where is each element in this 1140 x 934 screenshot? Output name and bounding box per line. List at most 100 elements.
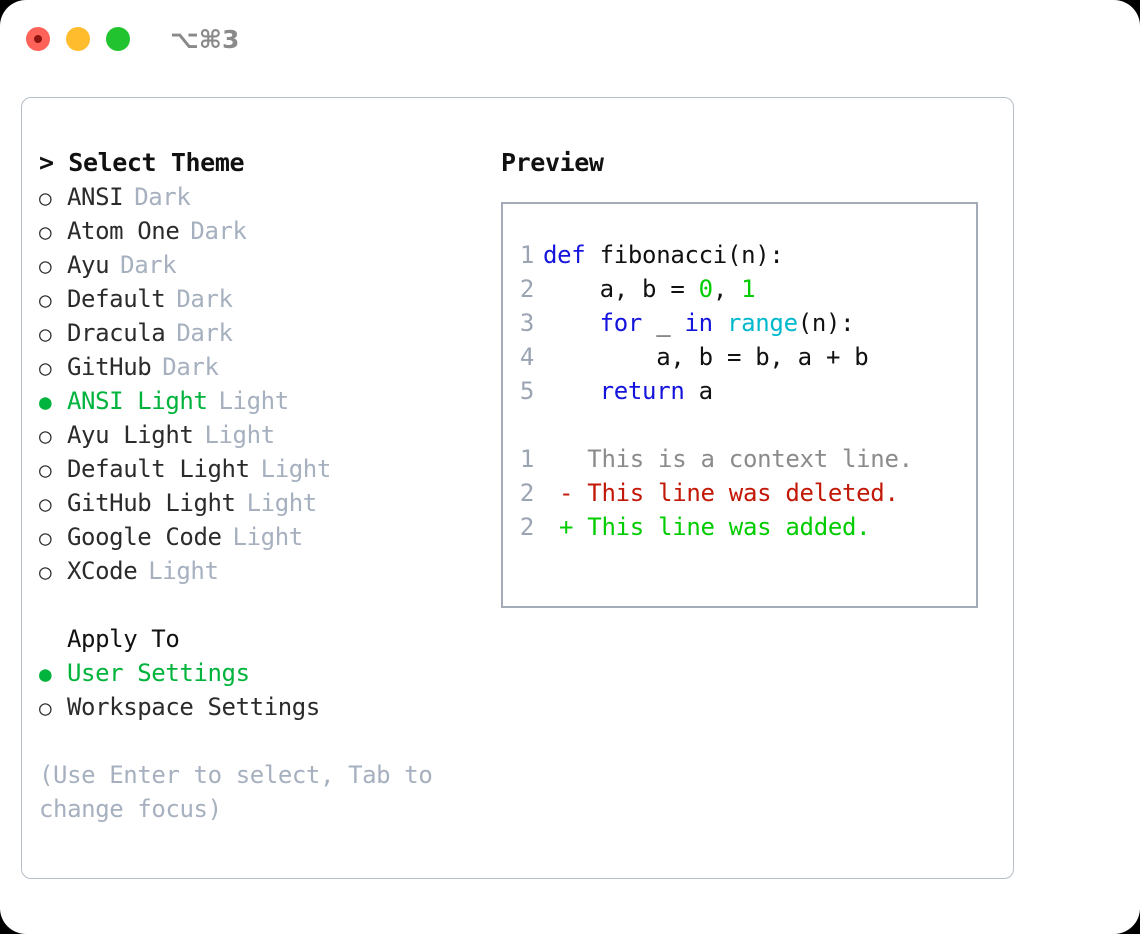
keyboard-hint-text: (Use Enter to select, Tab to change focu… bbox=[39, 761, 433, 823]
diff-line-content: This line was added. bbox=[573, 513, 871, 541]
code-line: 5 return a bbox=[503, 374, 976, 408]
radio-selected-icon[interactable]: ● bbox=[39, 662, 52, 686]
code-token-num: 0 bbox=[698, 275, 713, 303]
apply-to-label: User Settings bbox=[67, 659, 250, 687]
radio-unselected-icon[interactable]: ○ bbox=[39, 220, 52, 244]
code-token-kw: for bbox=[599, 309, 643, 337]
code-token-plain bbox=[713, 309, 727, 337]
theme-list-item[interactable]: ○ Default Dark bbox=[39, 282, 489, 316]
theme-variant-tag: Dark bbox=[190, 217, 247, 245]
code-token-plain: _ bbox=[642, 309, 685, 337]
code-line: 3 for _ in range(n): bbox=[503, 306, 976, 340]
code-token-plain bbox=[543, 309, 600, 337]
select-theme-heading: > Select Theme bbox=[39, 148, 245, 177]
apply-to-option[interactable]: ● User Settings bbox=[39, 656, 489, 690]
zoom-window-button[interactable] bbox=[106, 27, 130, 51]
code-line-number: 4 bbox=[519, 343, 534, 371]
diff-marker bbox=[543, 442, 573, 476]
diff-line-content: This line was deleted. bbox=[573, 479, 899, 507]
minimize-window-button[interactable] bbox=[66, 27, 90, 51]
radio-unselected-icon[interactable]: ○ bbox=[39, 696, 52, 720]
theme-variant-tag: Light bbox=[218, 387, 290, 415]
theme-variant-tag: Dark bbox=[134, 183, 191, 211]
code-line-number: 2 bbox=[519, 275, 534, 303]
radio-unselected-icon[interactable]: ○ bbox=[39, 526, 52, 550]
keyboard-shortcut-label: ⌥⌘3 bbox=[170, 24, 240, 54]
theme-list-item[interactable]: ○ Ayu Dark bbox=[39, 248, 489, 282]
radio-unselected-icon[interactable]: ○ bbox=[39, 560, 52, 584]
theme-variant-tag: Dark bbox=[176, 285, 233, 313]
theme-name: Ayu bbox=[67, 251, 110, 279]
diff-marker: - bbox=[559, 479, 574, 507]
code-token-plain: , bbox=[712, 275, 742, 303]
theme-list-item[interactable]: ○ Atom One Dark bbox=[39, 214, 489, 248]
theme-list-item[interactable]: ○ GitHub Dark bbox=[39, 350, 489, 384]
code-line-content: def fibonacci(n): bbox=[543, 238, 784, 272]
radio-unselected-icon[interactable]: ○ bbox=[39, 186, 52, 210]
code-token-plain: a, b = b, a + b bbox=[543, 343, 869, 371]
code-token-kw: def bbox=[543, 241, 600, 269]
apply-to-option[interactable]: ○ Workspace Settings bbox=[39, 690, 489, 724]
theme-variant-tag: Dark bbox=[120, 251, 177, 279]
code-token-num: 1 bbox=[741, 275, 756, 303]
theme-variant-tag: Light bbox=[232, 523, 304, 551]
theme-variant-tag: Light bbox=[260, 455, 332, 483]
diff-line-number: 2 bbox=[519, 479, 534, 507]
code-token-fn: range bbox=[726, 309, 798, 337]
code-line-number: 1 bbox=[519, 241, 534, 269]
code-token-plain: a, b = bbox=[543, 275, 699, 303]
code-line: 4 a, b = b, a + b bbox=[503, 340, 976, 374]
theme-variant-tag: Dark bbox=[176, 319, 233, 347]
close-window-button[interactable] bbox=[26, 27, 50, 51]
preview-heading: Preview bbox=[501, 148, 604, 177]
code-line-content: return a bbox=[543, 374, 714, 408]
diff-preview: 1 This is a context line.2- This line wa… bbox=[503, 442, 976, 544]
apply-to-heading: Apply To bbox=[67, 625, 180, 653]
code-line-number: 3 bbox=[519, 309, 534, 337]
radio-unselected-icon[interactable]: ○ bbox=[39, 322, 52, 346]
code-token-kw: return bbox=[599, 377, 685, 405]
code-token-kw: in bbox=[684, 309, 714, 337]
theme-list-item[interactable]: ○ Default Light Light bbox=[39, 452, 489, 486]
diff-line-number: 1 bbox=[519, 445, 534, 473]
theme-name: GitHub Light bbox=[67, 489, 236, 517]
theme-name: Atom One bbox=[67, 217, 180, 245]
list-spacer bbox=[39, 588, 489, 622]
theme-name: Default bbox=[67, 285, 166, 313]
theme-name: ANSI Light bbox=[67, 387, 208, 415]
diff-line-number: 2 bbox=[519, 513, 534, 541]
diff-line-content: This is a context line. bbox=[573, 445, 913, 473]
code-line-content: for _ in range(n): bbox=[543, 306, 855, 340]
theme-name: ANSI bbox=[67, 183, 124, 211]
apply-to-label: Workspace Settings bbox=[67, 693, 320, 721]
theme-name: Default Light bbox=[67, 455, 250, 483]
code-line: 2 a, b = 0, 1 bbox=[503, 272, 976, 306]
diff-line: 2- This line was deleted. bbox=[503, 476, 976, 510]
diff-line: 1 This is a context line. bbox=[503, 442, 976, 476]
theme-name: GitHub bbox=[67, 353, 152, 381]
theme-list-item[interactable]: ● ANSI Light Light bbox=[39, 384, 489, 418]
code-line-content: a, b = 0, 1 bbox=[543, 272, 756, 306]
radio-unselected-icon[interactable]: ○ bbox=[39, 424, 52, 448]
radio-selected-icon[interactable]: ● bbox=[39, 390, 52, 414]
code-token-plain: (n): bbox=[797, 309, 855, 337]
radio-unselected-icon[interactable]: ○ bbox=[39, 288, 52, 312]
theme-variant-tag: Light bbox=[148, 557, 219, 585]
theme-list-item[interactable]: ○ ANSI Dark bbox=[39, 180, 489, 214]
radio-unselected-icon[interactable]: ○ bbox=[39, 356, 52, 380]
radio-unselected-icon[interactable]: ○ bbox=[39, 458, 52, 482]
code-token-plain: a bbox=[684, 377, 713, 405]
theme-variant-tag: Dark bbox=[162, 353, 219, 381]
radio-unselected-icon[interactable]: ○ bbox=[39, 492, 52, 516]
radio-unselected-icon[interactable]: ○ bbox=[39, 254, 52, 278]
